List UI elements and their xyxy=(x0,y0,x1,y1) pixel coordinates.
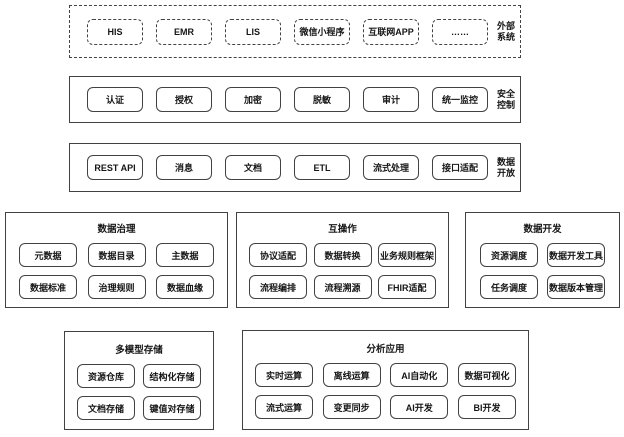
node-encryption: 加密 xyxy=(225,87,281,112)
layer-strip: 认证 授权 加密 脱敏 审计 统一监控 xyxy=(87,87,488,112)
label-data-openness: 数据 开放 xyxy=(497,157,515,179)
node-audit: 审计 xyxy=(363,87,419,112)
label-line: 系统 xyxy=(496,31,515,42)
layer-strip: REST API 消息 文档 ETL 流式处理 接口适配 xyxy=(87,155,488,180)
node-key-value-storage: 键值对存储 xyxy=(143,396,201,420)
panel-title: 数据开发 xyxy=(523,224,562,235)
node-unified-monitoring: 统一监控 xyxy=(432,87,488,112)
node-stream-processing: 流式处理 xyxy=(363,155,419,180)
label-line: 外部 xyxy=(496,20,515,31)
node-change-sync: 变更同步 xyxy=(322,395,381,419)
node-governance-rules: 治理规则 xyxy=(87,275,146,299)
layer-data-openness: REST API 消息 文档 ETL 流式处理 接口适配 数据 开放 xyxy=(69,143,521,192)
node-message: 消息 xyxy=(156,155,212,180)
node-fhir-adapter: FHIR适配 xyxy=(378,275,436,299)
panel-row: 文档存储 键值对存储 xyxy=(77,396,201,420)
node-document-storage: 文档存储 xyxy=(77,396,135,420)
layer-strip: HIS EMR LIS 微信小程序 互联网APP …… xyxy=(87,18,488,45)
node-desensitization: 脱敏 xyxy=(294,87,350,112)
node-emr: EMR xyxy=(156,18,212,45)
node-interface-adapter: 接口适配 xyxy=(432,155,488,180)
node-data-version-management: 数据版本管理 xyxy=(547,275,605,299)
node-rest-api: REST API xyxy=(87,155,143,180)
panel-row: 流程编排 流程溯源 FHIR适配 xyxy=(249,275,436,299)
node-master-data: 主数据 xyxy=(156,243,214,267)
node-data-transform: 数据转换 xyxy=(313,243,372,267)
node-task-scheduling: 任务调度 xyxy=(480,275,538,299)
label-external-systems: 外部 系统 xyxy=(497,21,515,43)
label-line: 开放 xyxy=(496,167,515,178)
node-authentication: 认证 xyxy=(87,87,143,112)
node-ellipsis: …… xyxy=(432,18,488,45)
panel-row: 资源调度 数据开发工具 xyxy=(480,243,605,267)
node-etl: ETL xyxy=(294,155,350,180)
node-bi-development: BI开发 xyxy=(457,395,516,419)
panel-interoperability: 互操作 协议适配 数据转换 业务规则框架 流程编排 流程溯源 FHIR适配 xyxy=(236,212,449,308)
node-ai-automation: AI自动化 xyxy=(390,363,449,387)
node-authorization: 授权 xyxy=(156,87,212,112)
panel-multi-model-storage: 多模型存储 资源仓库 结构化存储 文档存储 键值对存储 xyxy=(64,331,214,430)
panel-row: 资源仓库 结构化存储 xyxy=(77,364,201,388)
label-line: 数据 xyxy=(496,156,515,167)
node-wechat-mini-program: 微信小程序 xyxy=(294,18,350,45)
node-process-orchestration: 流程编排 xyxy=(249,275,307,299)
node-offline-compute: 离线运算 xyxy=(322,363,381,387)
panel-data-development: 数据开发 资源调度 数据开发工具 任务调度 数据版本管理 xyxy=(465,212,620,308)
node-data-dev-tools: 数据开发工具 xyxy=(547,243,605,267)
node-realtime-compute: 实时运算 xyxy=(255,363,313,387)
node-structured-storage: 结构化存储 xyxy=(143,364,201,388)
label-security-control: 安全 控制 xyxy=(497,89,515,111)
layer-external-systems: HIS EMR LIS 微信小程序 互联网APP …… 外部 系统 xyxy=(69,5,521,58)
node-ai-development: AI开发 xyxy=(390,395,449,419)
node-resource-scheduling: 资源调度 xyxy=(480,243,538,267)
label-line: 控制 xyxy=(496,99,515,110)
layer-security-control: 认证 授权 加密 脱敏 审计 统一监控 安全 控制 xyxy=(69,76,521,123)
node-data-visualization: 数据可视化 xyxy=(457,363,516,387)
node-lis: LIS xyxy=(225,18,281,45)
node-data-standard: 数据标准 xyxy=(19,275,77,299)
node-internet-app: 互联网APP xyxy=(363,18,419,45)
panel-row: 数据标准 治理规则 数据血缘 xyxy=(19,275,214,299)
node-data-lineage: 数据血缘 xyxy=(156,275,214,299)
node-process-tracing: 流程溯源 xyxy=(313,275,372,299)
node-stream-compute: 流式运算 xyxy=(255,395,313,419)
node-protocol-adapter: 协议适配 xyxy=(249,243,307,267)
panel-row: 元数据 数据目录 主数据 xyxy=(19,243,214,267)
node-metadata: 元数据 xyxy=(19,243,77,267)
node-business-rule-framework: 业务规则框架 xyxy=(378,243,436,267)
node-resource-warehouse: 资源仓库 xyxy=(77,364,135,388)
panel-title: 多模型存储 xyxy=(115,345,163,356)
panel-row: 实时运算 离线运算 AI自动化 数据可视化 xyxy=(255,363,516,387)
node-his: HIS xyxy=(87,18,143,45)
panel-title: 数据治理 xyxy=(97,224,136,235)
panel-title: 互操作 xyxy=(328,224,357,235)
panel-data-governance: 数据治理 元数据 数据目录 主数据 数据标准 治理规则 数据血缘 xyxy=(5,212,228,308)
label-line: 安全 xyxy=(496,88,515,99)
panel-row: 流式运算 变更同步 AI开发 BI开发 xyxy=(255,395,516,419)
node-data-catalog: 数据目录 xyxy=(87,243,146,267)
panel-row: 协议适配 数据转换 业务规则框架 xyxy=(249,243,436,267)
panel-row: 任务调度 数据版本管理 xyxy=(480,275,605,299)
panel-analytics-applications: 分析应用 实时运算 离线运算 AI自动化 数据可视化 流式运算 变更同步 AI开… xyxy=(242,330,529,430)
node-document: 文档 xyxy=(225,155,281,180)
panel-title: 分析应用 xyxy=(366,344,405,355)
